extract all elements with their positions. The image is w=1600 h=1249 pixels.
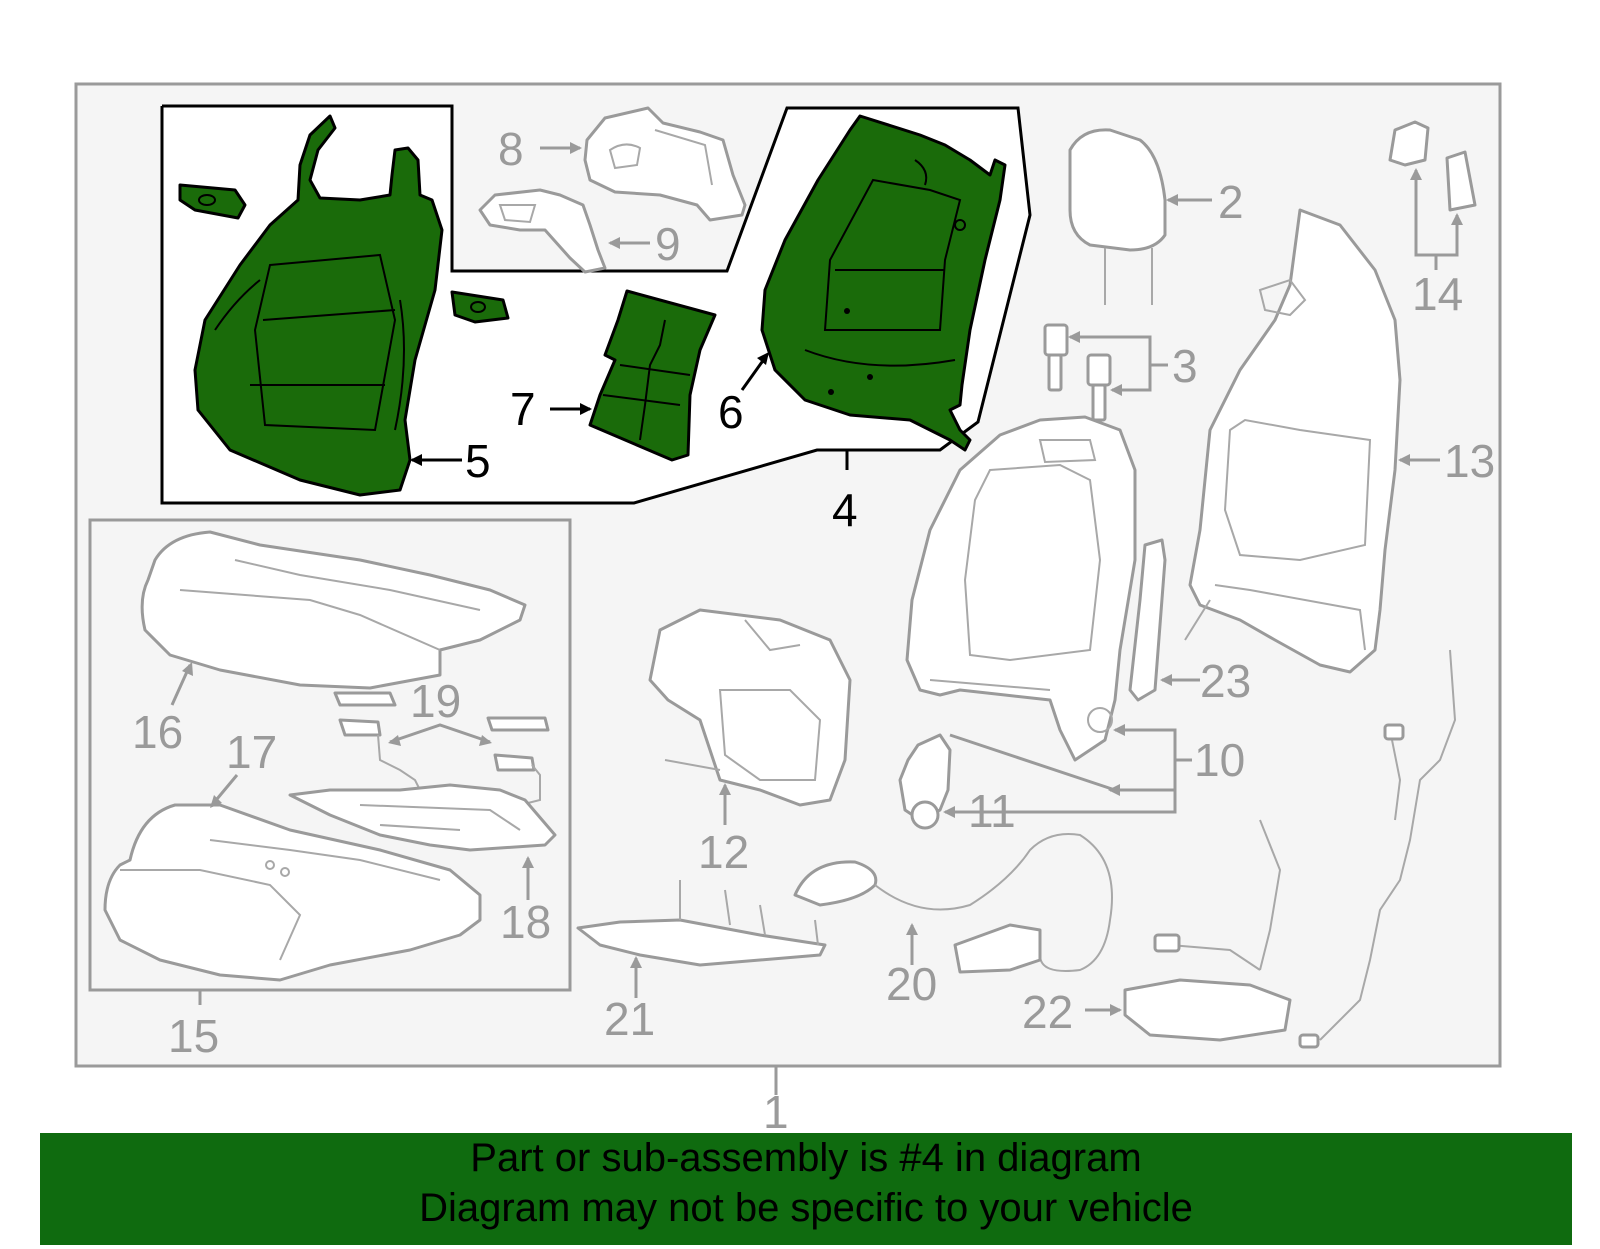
part-2-headrest bbox=[1068, 128, 1167, 305]
callout-22: 22 bbox=[1022, 986, 1073, 1038]
part-8-bracket bbox=[583, 106, 747, 222]
part-14-trim-caps bbox=[1388, 120, 1477, 212]
part-19-sensors bbox=[333, 691, 550, 806]
part-22-wire-harness bbox=[1123, 649, 1457, 1049]
part-12-seat-adjuster bbox=[648, 608, 852, 807]
banner-line-2: Diagram may not be specific to your vehi… bbox=[419, 1186, 1193, 1230]
callout-16: 16 bbox=[132, 706, 183, 758]
part-7-back-pad bbox=[588, 289, 717, 462]
callout-8: 8 bbox=[498, 123, 524, 175]
part-6-seat-back-panel bbox=[760, 114, 1007, 452]
part-17-cushion-pad bbox=[103, 803, 482, 982]
part-16-cushion-cover bbox=[140, 530, 527, 690]
part-11-recliner bbox=[898, 733, 952, 830]
callout-17: 17 bbox=[226, 726, 277, 778]
part-20-lumbar-cable bbox=[793, 833, 1113, 974]
callout-14: 14 bbox=[1412, 268, 1463, 320]
callout-5: 5 bbox=[465, 435, 491, 487]
callout-20: 20 bbox=[886, 958, 937, 1010]
callout-13: 13 bbox=[1444, 435, 1495, 487]
callout-7: 7 bbox=[510, 383, 536, 435]
banner-line-1: Part or sub-assembly is #4 in diagram bbox=[470, 1136, 1142, 1180]
callout-11: 11 bbox=[968, 785, 1016, 837]
callout-6: 6 bbox=[718, 386, 744, 438]
callout-1: 1 bbox=[763, 1086, 789, 1138]
callout-21: 21 bbox=[604, 993, 655, 1045]
part-10-rod bbox=[949, 733, 1116, 792]
callout-15: 15 bbox=[168, 1010, 219, 1062]
part-13-seat-back-shell bbox=[1184, 208, 1402, 674]
part-3-headrest-guides bbox=[1043, 323, 1112, 422]
leader-11 bbox=[945, 790, 1177, 814]
callout-4: 4 bbox=[832, 484, 858, 536]
callout-23: 23 bbox=[1200, 655, 1251, 707]
part-18-seat-pan bbox=[288, 783, 557, 852]
info-banner: Part or sub-assembly is #4 in diagram Di… bbox=[40, 1133, 1572, 1245]
callout-2: 2 bbox=[1218, 176, 1244, 228]
part-21-lumbar-frame bbox=[576, 880, 827, 967]
callout-3: 3 bbox=[1172, 340, 1198, 392]
part-5-seat-back-cover bbox=[178, 114, 510, 497]
part-9-bracket bbox=[478, 188, 607, 274]
callout-12: 12 bbox=[698, 826, 749, 878]
callout-10: 10 bbox=[1194, 734, 1245, 786]
callout-19: 19 bbox=[410, 675, 461, 727]
callout-9: 9 bbox=[655, 218, 681, 270]
callout-18: 18 bbox=[500, 896, 551, 948]
leader-19 bbox=[389, 723, 491, 744]
part-10-seat-back-frame bbox=[905, 415, 1167, 762]
